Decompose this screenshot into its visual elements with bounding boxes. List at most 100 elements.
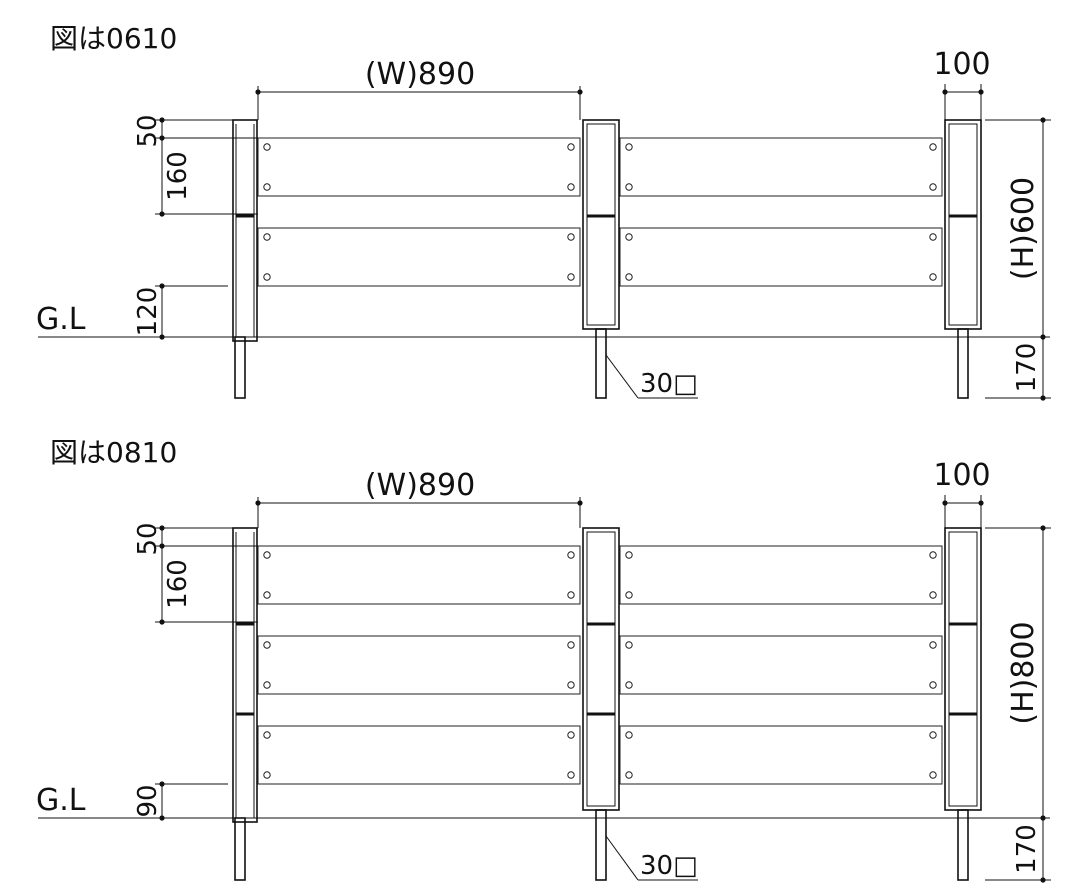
left-dim-dot: [159, 619, 165, 625]
width-label: (W)890: [365, 468, 475, 503]
top-gap-label: 50: [133, 522, 163, 555]
post-width-dot: [978, 500, 984, 506]
embed-dot: [1040, 877, 1046, 883]
right-post-leg: [957, 328, 969, 399]
width-dim-dot: [255, 500, 261, 506]
board-panel: [619, 635, 943, 695]
width-dim-dot: [255, 89, 261, 95]
board-panel: [257, 137, 581, 197]
screw-hole: [567, 233, 575, 241]
screw-hole: [625, 591, 633, 599]
bottom-gap-dot: [159, 283, 165, 289]
screw-hole: [625, 731, 633, 739]
embed-dot: [1040, 395, 1046, 401]
right-post: [944, 119, 982, 330]
board-panel: [619, 725, 943, 785]
ground-label: G.L: [36, 783, 86, 818]
screw-hole: [263, 681, 271, 689]
screw-hole: [567, 641, 575, 649]
screw-hole: [567, 731, 575, 739]
left-post-leg: [234, 336, 246, 399]
board-panel: [257, 227, 581, 287]
height-dot: [1040, 815, 1046, 821]
screw-hole: [929, 641, 937, 649]
screw-hole: [929, 771, 937, 779]
board-height-label: 160: [163, 151, 193, 201]
screw-hole: [929, 183, 937, 191]
height-dot: [1040, 117, 1046, 123]
top-gap-label: 50: [133, 114, 163, 147]
width-dim-dot: [577, 500, 583, 506]
screw-hole: [263, 143, 271, 151]
screw-hole: [929, 143, 937, 151]
screw-hole: [567, 273, 575, 281]
height-label: (H)600: [1006, 177, 1041, 280]
screw-hole: [625, 551, 633, 559]
bottom-gap-label: 120: [133, 287, 163, 337]
width-dim-dot: [577, 89, 583, 95]
screw-hole: [625, 143, 633, 151]
screw-hole: [929, 551, 937, 559]
middle-post-leg: [595, 328, 607, 399]
screw-hole: [929, 591, 937, 599]
screw-hole: [625, 641, 633, 649]
screw-hole: [263, 273, 271, 281]
screw-hole: [929, 681, 937, 689]
post-width-dot: [942, 500, 948, 506]
screw-hole: [567, 143, 575, 151]
screw-hole: [567, 591, 575, 599]
board-panel: [619, 545, 943, 605]
left-dim-dot: [159, 135, 165, 141]
middle-post: [582, 119, 620, 330]
screw-hole: [625, 771, 633, 779]
screw-hole: [625, 233, 633, 241]
board-panel: [619, 227, 943, 287]
post-width-dot: [978, 89, 984, 95]
left-dim-dot: [159, 525, 165, 531]
screw-hole: [929, 273, 937, 281]
width-label: (W)890: [365, 57, 475, 92]
embed-label: 170: [1012, 343, 1042, 393]
screw-hole: [567, 183, 575, 191]
ground-label: G.L: [36, 302, 86, 337]
screw-hole: [263, 731, 271, 739]
screw-hole: [567, 551, 575, 559]
post-size-leader: [605, 835, 639, 881]
board-panel: [257, 545, 581, 605]
height-label: (H)800: [1006, 621, 1041, 724]
board-height-label: 160: [163, 559, 193, 609]
screw-hole: [625, 273, 633, 281]
screw-hole: [263, 233, 271, 241]
figure-title: 図は0810: [50, 436, 177, 469]
figure-title: 図は0610: [50, 22, 177, 55]
post-width-label: 100: [933, 458, 990, 493]
screw-hole: [263, 641, 271, 649]
left-dim-dot: [159, 543, 165, 549]
bottom-gap-label: 90: [133, 784, 163, 817]
height-dot: [1040, 334, 1046, 340]
left-dim-dot: [159, 117, 165, 123]
post-size-label: 30□: [640, 851, 698, 881]
screw-hole: [567, 681, 575, 689]
embed-label: 170: [1012, 824, 1042, 874]
left-dim-dot: [159, 211, 165, 217]
right-post-inner: [948, 123, 978, 326]
left-post: [232, 119, 258, 342]
post-size-leader: [605, 354, 639, 399]
screw-hole: [625, 183, 633, 191]
right-post-leg: [957, 809, 969, 881]
board-panel: [257, 725, 581, 785]
middle-post-leg: [595, 809, 607, 881]
bottom-gap-dot: [159, 815, 165, 821]
screw-hole: [625, 681, 633, 689]
middle-post-inner: [586, 531, 616, 807]
left-post-leg: [234, 817, 246, 881]
screw-hole: [263, 771, 271, 779]
post-width-label: 100: [933, 47, 990, 82]
height-dot: [1040, 525, 1046, 531]
bottom-gap-dot: [159, 781, 165, 787]
post-width-dot: [942, 89, 948, 95]
